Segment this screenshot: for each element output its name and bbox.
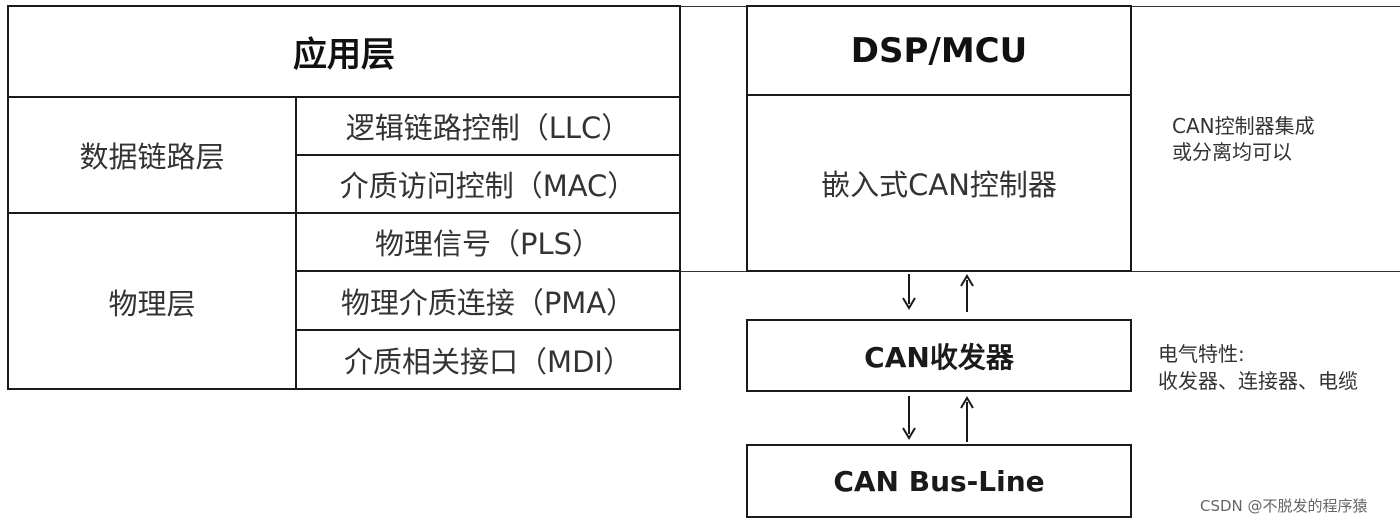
arrow-up-icon <box>960 396 974 442</box>
mdi-sublayer: 介质相关接口（MDI） <box>344 344 632 379</box>
divider <box>295 270 681 272</box>
embedded-can-controller-label: 嵌入式CAN控制器 <box>821 168 1057 202</box>
controller-note-line-2: 或分离均可以 <box>1172 140 1292 164</box>
divider <box>295 96 297 390</box>
dsp-mcu-block <box>746 5 1132 272</box>
can-transceiver-block <box>746 319 1132 392</box>
divider <box>295 154 681 156</box>
can-bus-line-block <box>746 444 1132 518</box>
llc-sublayer: 逻辑链路控制（LLC） <box>345 111 631 145</box>
data-link-layer-label: 数据链路层 <box>79 140 225 174</box>
arrow-up-icon <box>960 274 974 312</box>
arrow-down-icon <box>902 396 916 440</box>
divider <box>7 212 681 214</box>
arrow-down-icon <box>902 274 916 310</box>
watermark: CSDN @不脱发的程序猿 <box>1200 497 1368 515</box>
divider <box>7 96 681 98</box>
pma-sublayer: 物理介质连接（PMA） <box>340 285 636 320</box>
divider <box>295 329 681 331</box>
electrical-note-line-1: 电气特性: <box>1158 342 1245 366</box>
divider <box>746 94 1132 96</box>
mac-sublayer: 介质访问控制（MAC） <box>339 169 637 203</box>
can-bus-line-label: CAN Bus-Line <box>833 464 1045 498</box>
physical-layer-label: 物理层 <box>108 287 196 321</box>
dsp-mcu-label: DSP/MCU <box>850 30 1028 71</box>
application-layer-label: 应用层 <box>293 35 395 75</box>
pls-sublayer: 物理信号（PLS） <box>374 227 602 261</box>
controller-note-line-1: CAN控制器集成 <box>1172 114 1315 138</box>
can-transceiver-label: CAN收发器 <box>864 340 1014 374</box>
electrical-note-line-2: 收发器、连接器、电缆 <box>1158 369 1358 393</box>
layer-model-table <box>7 5 681 390</box>
